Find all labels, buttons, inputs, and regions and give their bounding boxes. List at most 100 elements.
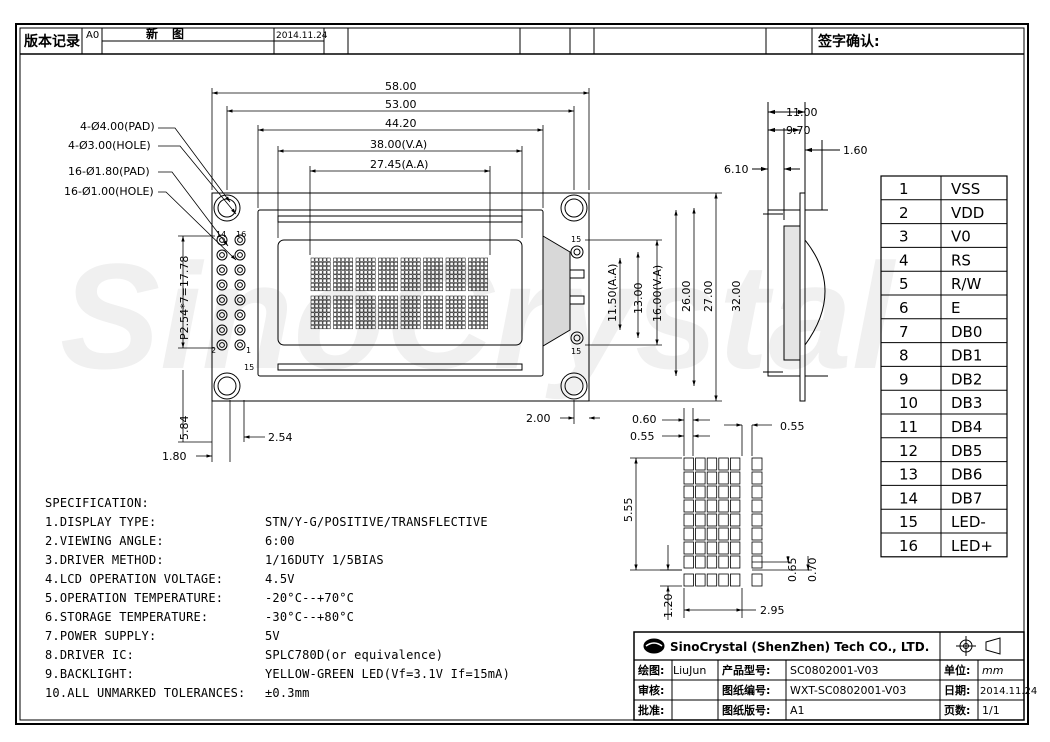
- char-cell: [468, 257, 488, 292]
- side-view: [752, 102, 840, 402]
- dim-13: 13.00: [632, 283, 645, 315]
- char-cell: [400, 257, 421, 292]
- char-cell: [355, 257, 376, 292]
- drawing-inner-border: [19, 27, 1025, 721]
- char-detail-text: 0.60 0.55 0.55 5.55 0.65 0.70 1.20 2.95: [622, 413, 819, 618]
- pin-signal: VDD: [951, 204, 984, 222]
- char-cell: [445, 257, 466, 292]
- detail-dot: [706, 499, 718, 513]
- pin-label-15: 15: [244, 363, 254, 372]
- side-dimension-text: 11.00 9.70 1.60 6.10: [724, 106, 868, 176]
- pin-signal: RS: [951, 251, 971, 269]
- pin-number: 12: [899, 442, 918, 460]
- dim-58: 58.00: [385, 80, 417, 93]
- model-label: 产品型号:: [722, 663, 770, 677]
- pin-number: 11: [899, 418, 918, 436]
- revision-value: A1: [790, 704, 805, 717]
- pin-pad: [216, 324, 228, 336]
- pin-label-2: 2: [211, 346, 216, 355]
- detail-dot: [718, 471, 729, 485]
- pin-pad: [234, 234, 246, 246]
- callout-hole-large: 4-Ø3.00(HOLE): [68, 139, 151, 152]
- spec-value: 1/16DUTY 1/5BIAS: [265, 553, 384, 567]
- dim-180: 1.80: [162, 450, 187, 463]
- pin-pad: [216, 309, 228, 321]
- char-cell: [400, 295, 421, 330]
- detail-dot: [751, 513, 763, 527]
- pin-table-row: 9 DB2: [899, 370, 982, 388]
- pin-number: 5: [899, 275, 909, 293]
- char-cell: [310, 257, 331, 292]
- pin-table-row: 5 R/W: [899, 275, 981, 293]
- front-dimensions: [158, 88, 722, 462]
- pin-signal: DB3: [951, 394, 982, 412]
- pin-number: 8: [899, 347, 909, 365]
- spec-label: 8.DRIVER IC:: [45, 648, 135, 662]
- char-cell: [310, 295, 331, 330]
- dim-27: 27.00: [702, 281, 715, 313]
- pin-number: 9: [899, 370, 909, 388]
- mounting-hole-tl: [213, 194, 241, 222]
- side-backlight: [804, 239, 826, 346]
- pin-number: 6: [899, 299, 909, 317]
- detail-dot: [683, 513, 694, 527]
- drawing-no-value: WXT-SC0802001-V03: [790, 684, 906, 697]
- char-dim-065: 0.65: [786, 558, 799, 583]
- detail-dot: [683, 485, 694, 499]
- detail-cursor-dot: [730, 573, 741, 587]
- char-dim-055b: 0.55: [780, 420, 805, 433]
- pin-signal: DB7: [951, 489, 982, 507]
- detail-dot: [706, 485, 718, 499]
- detail-dot: [706, 555, 718, 569]
- detail-dot: [695, 513, 706, 527]
- detail-dot: [718, 485, 729, 499]
- char-cell: [355, 295, 376, 330]
- pin-number: 3: [899, 228, 909, 246]
- detail-dot: [718, 541, 729, 555]
- pin-number: 7: [899, 323, 909, 341]
- detail-dot: [695, 541, 706, 555]
- detail-dot: [730, 457, 741, 471]
- spec-row: 3.DRIVER METHOD:1/16DUTY 1/5BIAS: [45, 553, 384, 567]
- detail-dot: [683, 541, 694, 555]
- pin-signal: LED-: [951, 513, 986, 531]
- bezel-outline: [257, 209, 544, 377]
- detail-cursor-dot: [683, 573, 694, 587]
- detail-cursor-dot: [695, 573, 706, 587]
- char-cell: [445, 295, 466, 330]
- pin-pad: [234, 294, 246, 306]
- detail-dot: [718, 527, 729, 541]
- character-detail: [683, 457, 763, 587]
- dim-va-height: 16.00(V.A): [651, 265, 664, 322]
- page-label: 页数:: [944, 703, 970, 717]
- pin-signal: DB2: [951, 370, 982, 388]
- detail-dot: [718, 499, 729, 513]
- spec-value: ±0.3mm: [265, 686, 310, 700]
- dim-26: 26.00: [680, 281, 693, 313]
- detail-dot: [751, 541, 763, 555]
- side-dim-1100: 11.00: [786, 106, 818, 119]
- detail-dot: [751, 471, 763, 485]
- pin-signal: R/W: [951, 275, 981, 293]
- dim-pin-pitch: P2.54*7=17.78: [178, 256, 191, 340]
- pin-signal: DB4: [951, 418, 982, 436]
- pin-pad: [216, 264, 228, 276]
- pin-pad: [234, 279, 246, 291]
- page-value: 1/1: [982, 704, 1000, 717]
- detail-dot: [706, 457, 718, 471]
- detail-dot: [706, 513, 718, 527]
- title-block-text: SinoCrystal (ShenZhen) Tech CO., LTD. 绘图…: [638, 640, 1037, 717]
- side-dim-610: 6.10: [724, 163, 749, 176]
- spec-value: -20°C--+70°C: [265, 591, 355, 605]
- title-block: [633, 631, 1025, 721]
- pin-pad: [234, 339, 246, 351]
- spec-label: 1.DISPLAY TYPE:: [45, 515, 157, 529]
- detail-dot: [695, 457, 706, 471]
- model-value: SC0802001-V03: [790, 664, 879, 677]
